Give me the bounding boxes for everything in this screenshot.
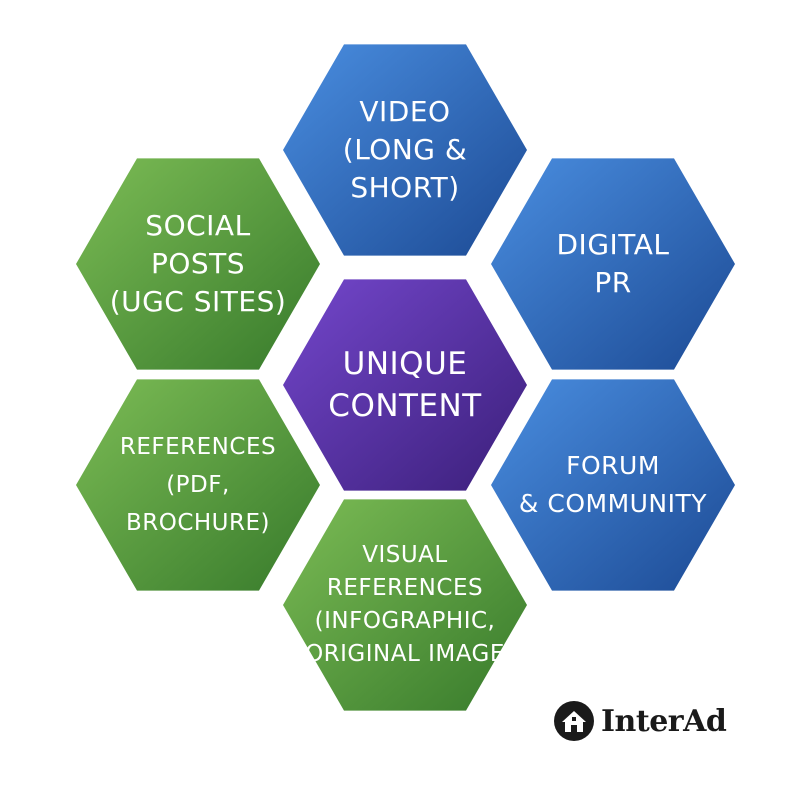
hexagon-label-line: VIDEO: [359, 94, 451, 128]
hexagon-video: [283, 44, 527, 256]
hexagon-label-line: UNIQUE: [342, 345, 468, 382]
hexagon-label-line: DIGITAL: [556, 227, 670, 261]
hexagon-label-unique-content: UNIQUE CONTENT: [301, 290, 508, 480]
hexagon-label-line: FORUM: [566, 450, 660, 480]
hexagon-label-line: & COMMUNITY: [518, 488, 708, 518]
hexagon-label-line: (UGC SITES): [109, 284, 287, 318]
hexagon-label-line: REFERENCES: [326, 574, 484, 601]
hexagon-label-line: POSTS: [150, 246, 246, 280]
hexagon-label-line: PR: [594, 265, 632, 299]
hexagon-label-visual-references: VISUAL REFERENCES (INFOGRAPHIC, ORIGINAL IM…: [301, 510, 508, 700]
hexagon-social-posts: [76, 158, 320, 370]
hexagon-label-line: (LONG &: [342, 132, 468, 166]
hexagon-label-video: VIDEO (LONG & SHORT): [301, 55, 508, 245]
hexagon-label-line: SHORT): [350, 170, 460, 204]
hexagon-label-line: CONTENT: [328, 387, 482, 424]
hexagon-label-line: ORIGINAL IMAGE: [305, 640, 505, 667]
hexagon-label-references: REFERENCES (PDF, BROCHURE): [94, 390, 301, 580]
interad-logo: InterAd: [553, 700, 727, 742]
hexagon-label-social-posts: SOCIAL POSTS (UGC SITES): [94, 169, 301, 359]
hexagon-unique-content: [283, 279, 527, 491]
hexagon-label-line: (INFOGRAPHIC,: [314, 607, 496, 634]
hexagon-label-line: (PDF,: [166, 471, 230, 498]
logo-text: InterAd: [601, 703, 727, 739]
hexagon-forum: [491, 379, 735, 591]
hexagon-digital-pr: [491, 158, 735, 370]
hexagon-label-forum: FORUM & COMMUNITY: [509, 390, 716, 580]
hexagon-references: [76, 379, 320, 591]
hexagon-visual-references: [283, 499, 527, 711]
hexagon-label-line: SOCIAL: [145, 208, 251, 242]
house-icon: [554, 701, 594, 741]
hexagon-label-digital-pr: DIGITAL PR: [509, 169, 716, 359]
hexagon-label-line: BROCHURE): [125, 509, 271, 536]
hexagon-label-line: VISUAL: [362, 541, 448, 568]
hexagon-label-line: REFERENCES: [119, 433, 277, 460]
